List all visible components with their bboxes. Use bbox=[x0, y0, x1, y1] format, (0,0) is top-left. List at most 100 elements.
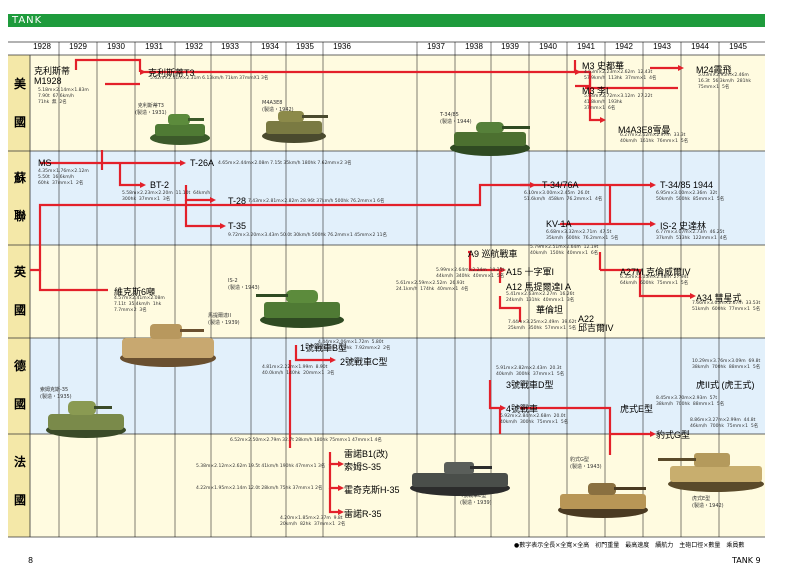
year-tick-label: 1931 bbox=[145, 42, 163, 51]
tank-spec-b1bis: 6.52m×2.50m×2.79m 32.7t 28km/h 180hk 75m… bbox=[230, 438, 382, 443]
tank-label-pz2c: 2號戰車C型 bbox=[340, 357, 388, 367]
tank-illustration-panther bbox=[558, 483, 648, 518]
tank-spec-somua-s35: 5.38m×2.12m×2.62m 19.5t 41km/h 190hk 47m… bbox=[196, 464, 326, 469]
tank-label-christie-t3: 克利斯蒂T3 bbox=[148, 68, 195, 78]
year-tick-label: 1932 bbox=[185, 42, 203, 51]
tank-spec-a12: 5.61m×2.59m×2.52m 26.93t 24.1km/h 174hk … bbox=[396, 281, 469, 292]
tank-spec-pz2c: 4.81m×2.22m×1.99m 8.90t 40.0km/h 140hk 2… bbox=[262, 365, 335, 376]
tank-label-pz1b: 1號戰車B型 bbox=[300, 343, 348, 353]
year-tick-label: 1943 bbox=[653, 42, 671, 51]
tank-illustration-tiger bbox=[658, 453, 764, 492]
year-tick-label: 1929 bbox=[69, 42, 87, 51]
year-tick-label: 1936 bbox=[333, 42, 351, 51]
header-bar bbox=[8, 14, 765, 27]
tank-label-b1bis: 雷諾B1(改) bbox=[344, 449, 389, 459]
band-france bbox=[8, 434, 765, 537]
tank-label-panther-g: 豹式G型 bbox=[656, 430, 691, 440]
tank-spec-t28: 7.43m×2.81m×2.82m 28.96t 37km/h 500hk 76… bbox=[248, 199, 385, 204]
tank-spec-a9: 5.79m×2.51m×2.64m 12.19t 40km/h 150hk 40… bbox=[530, 245, 599, 256]
tank-label-t35: T-35 bbox=[228, 221, 247, 231]
band-ussr bbox=[8, 151, 765, 245]
tank-spec-is2: 6.77m×3.07m×2.73m 46.25t 37km/h 513hk 12… bbox=[656, 230, 728, 241]
tank-spec-t35: 9.72m×3.20m×3.43m 50.0t 30km/h 500hk 76.… bbox=[228, 233, 388, 238]
tank-label-a34: A34 彗星式 bbox=[696, 293, 742, 303]
tank-illustration-m4a3e8 bbox=[262, 111, 328, 143]
tank-label-m3-lee: M3 史都華 bbox=[582, 61, 625, 71]
country-ussr-char2: 聯 bbox=[14, 209, 27, 223]
tank-spec-pz1b: 4.44m×2.06m×1.72m 5.80t 40km/h 100hk 7.9… bbox=[318, 340, 391, 351]
tank-spec-panther-g: 8.86m×3.27m×2.99m 44.8t 46km/h 700hk 75m… bbox=[690, 418, 759, 429]
tank-spec-ms: 4.35m×1.76m×2.12m 5.50t 16.6km/h 60hk 37… bbox=[38, 169, 89, 186]
tank-label-bt2: BT-2 bbox=[150, 180, 170, 190]
tank-spec-valentine: 5.41m×2.63m×2.27m 16.26t 24km/h 131hk 40… bbox=[506, 292, 575, 303]
tank-spec-pz3d: 5.91m×2.82m×2.43m 20.3t 40km/h 300hk 37m… bbox=[496, 366, 565, 377]
year-tick-label: 1944 bbox=[691, 42, 709, 51]
page-number-left: 8 bbox=[28, 556, 34, 565]
tank-spec-christie-t3: 5.62m×2.41m×2.31m 6.13km/h 71km 37mmX1 3… bbox=[150, 76, 269, 81]
tank-label-kv1a: KV-1A bbox=[546, 219, 572, 229]
country-germany-char2: 國 bbox=[14, 397, 27, 411]
tank-label-t26a: T-26A bbox=[190, 158, 215, 168]
tank-label-somua-s35: 索姆S-35 bbox=[344, 462, 382, 472]
tank-spec-t26a: 4.65m×2.44m×2.08m 7.15t 35km/h 180hk 7.6… bbox=[218, 161, 352, 166]
tank-illustration-matilda bbox=[120, 324, 216, 367]
country-france-char1: 法 bbox=[14, 455, 27, 469]
tank-illustration-somua bbox=[46, 401, 126, 438]
country-ussr-char1: 蘇 bbox=[14, 171, 27, 185]
tank-label-pz3d: 3號戰車D型 bbox=[506, 380, 554, 390]
tank-spec-a27m: 6.35m×3.05m×2.48m 27.94t 64km/h 600hk 75… bbox=[620, 275, 689, 286]
tank-spec-a15: 5.99m×2.64m×2.24m 19.25t 44km/h 340hk 40… bbox=[436, 268, 505, 279]
tank-label-a22: A22 邱吉爾IV bbox=[578, 314, 614, 333]
tank-spec-vickers6: 4.57m×2.41m×2.08m 7.11t 35.4km/h 1hk 7.7… bbox=[114, 296, 165, 313]
tank-label-is2: IS-2 史達林 bbox=[660, 221, 707, 231]
tank-label-t28: T-28 bbox=[228, 196, 247, 206]
tank-label-ms: MS bbox=[38, 158, 52, 168]
year-tick-label: 1945 bbox=[729, 42, 747, 51]
tank-label-m24: M24霞飛 bbox=[696, 65, 732, 75]
country-usa: 美 國 bbox=[14, 74, 26, 132]
year-tick-label: 1941 bbox=[577, 42, 595, 51]
tank-label-a9: A9 巡航戰車 bbox=[468, 249, 518, 259]
band-uk bbox=[8, 245, 765, 338]
caption-t3485: T-34/85 (製造・1944) bbox=[440, 112, 472, 125]
caption-pz4: 4號戰車E型 (製造・1939) bbox=[460, 493, 492, 506]
caption-m4a3e8: M4A3E8 (製造・1942) bbox=[262, 100, 294, 113]
country-uk: 英 國 bbox=[14, 262, 26, 320]
tank-spec-t34-76a: 6.10m×3.00m×2.45m 26.0t 51.6km/h 458km 7… bbox=[524, 191, 603, 202]
country-usa-char1: 美 bbox=[14, 77, 27, 91]
tank-spec-t34-85: 6.95m×3.00m×2.36m 32t 50km/h 500hk 85mm×… bbox=[656, 191, 725, 202]
tank-illustration-pz4 bbox=[410, 462, 510, 496]
tank-label-christie-m1928: 克利斯蒂 M1928 bbox=[34, 66, 71, 86]
tank-label-vickers6: 維克斯6噸 bbox=[114, 287, 156, 297]
caption-matilda: 馬提爾達II (製造・1939) bbox=[208, 313, 240, 326]
caption-is2: IS-2 (製造・1943) bbox=[228, 278, 260, 291]
tank-label-renault-r35: 雷諾R-35 bbox=[344, 509, 382, 519]
page-number-right: TANK 9 bbox=[732, 556, 761, 565]
tank-spec-m4a3e8: 6.27m×2.62m×2.97m 33.3t 40km/h 161hk 76m… bbox=[620, 133, 689, 144]
tank-illustration-is2 bbox=[256, 290, 344, 328]
tank-label-a27m: A27M 克倫威爾IV bbox=[620, 267, 691, 277]
country-uk-char2: 國 bbox=[14, 303, 27, 317]
year-tick-label: 1935 bbox=[296, 42, 314, 51]
year-tick-label: 1938 bbox=[465, 42, 483, 51]
section-header: TANK bbox=[0, 0, 800, 33]
section-title: TANK bbox=[12, 15, 43, 26]
year-tick-label: 1930 bbox=[107, 42, 125, 51]
tank-label-tiger-ii: 虎II式 (虎王式) bbox=[696, 380, 755, 390]
tank-spec-tiger-e: 8.45m×3.70m×2.93m 57t 38km/h 700hk 88mm×… bbox=[656, 396, 725, 407]
year-tick-label: 1939 bbox=[501, 42, 519, 51]
tank-spec-kv1a: 6.68m×3.32m×2.71m 47.5t 35km/h 600hk 76.… bbox=[546, 230, 619, 241]
tank-spec-renault-r35: 4.20m×1.85m×2.37m 9.8t 20km/h 82hk 37mm×… bbox=[280, 516, 346, 527]
country-usa-char2: 國 bbox=[14, 115, 27, 129]
caption-panther: 豹式G型 (製造・1943) bbox=[570, 457, 602, 470]
tank-spec-m3-medium: 5.64m×2.72m×3.12m 27.22t 41.8km/h 193hk … bbox=[584, 94, 653, 111]
lineage-arrows bbox=[30, 58, 690, 514]
caption-christie-t3: 克利斯蒂T3 (製造・1931) bbox=[135, 103, 167, 116]
year-tick-label: 1940 bbox=[539, 42, 557, 51]
arrow-heads bbox=[140, 65, 696, 515]
tank-illustration-christie-t3 bbox=[150, 114, 210, 145]
country-germany-char1: 德 bbox=[14, 359, 27, 373]
tank-label-m4a3e8: M4A3E8雪曼 bbox=[618, 125, 671, 135]
